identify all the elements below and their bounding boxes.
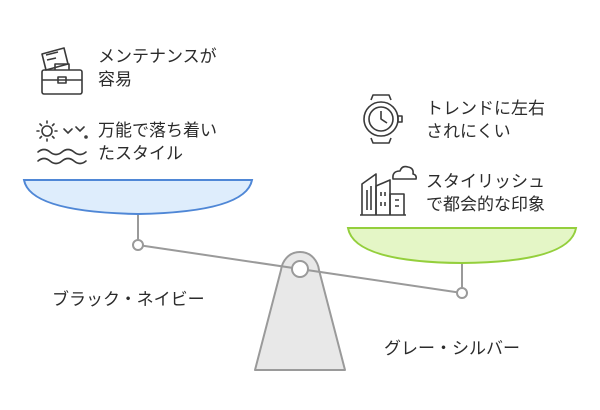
- right-item-trend: トレンドに左右 されにくい: [426, 98, 545, 144]
- right-item-trend-line1: トレンドに左右: [426, 99, 545, 119]
- left-item-versatile-line1: 万能で落ち着い: [98, 121, 217, 141]
- toolbox-icon: [41, 47, 83, 95]
- left-side-label: ブラック・ネイビー: [52, 290, 205, 310]
- left-item-versatile-line2: たスタイル: [98, 144, 183, 164]
- right-item-stylish-line1: スタイリッシュ: [426, 172, 545, 192]
- left-item-maintenance: メンテナンスが 容易: [98, 46, 217, 92]
- right-item-trend-line2: されにくい: [426, 122, 511, 142]
- fulcrum: [254, 251, 346, 371]
- left-pan: [22, 179, 254, 216]
- right-pan: [346, 227, 578, 265]
- left-hanger-joint: [132, 239, 144, 251]
- left-item-maintenance-line1: メンテナンスが: [98, 47, 217, 67]
- right-item-stylish-line2: で都会的な印象: [426, 195, 545, 215]
- right-side-label: グレー・シルバー: [384, 339, 520, 359]
- right-hanger-joint: [456, 287, 468, 299]
- city-icon: [360, 165, 417, 216]
- right-item-stylish: スタイリッシュ で都会的な印象: [426, 171, 545, 217]
- pivot-circle: [291, 260, 309, 278]
- weather-icon: [36, 120, 88, 165]
- watch-icon: [363, 94, 403, 144]
- left-item-maintenance-line2: 容易: [98, 70, 132, 90]
- left-item-versatile: 万能で落ち着い たスタイル: [98, 120, 217, 166]
